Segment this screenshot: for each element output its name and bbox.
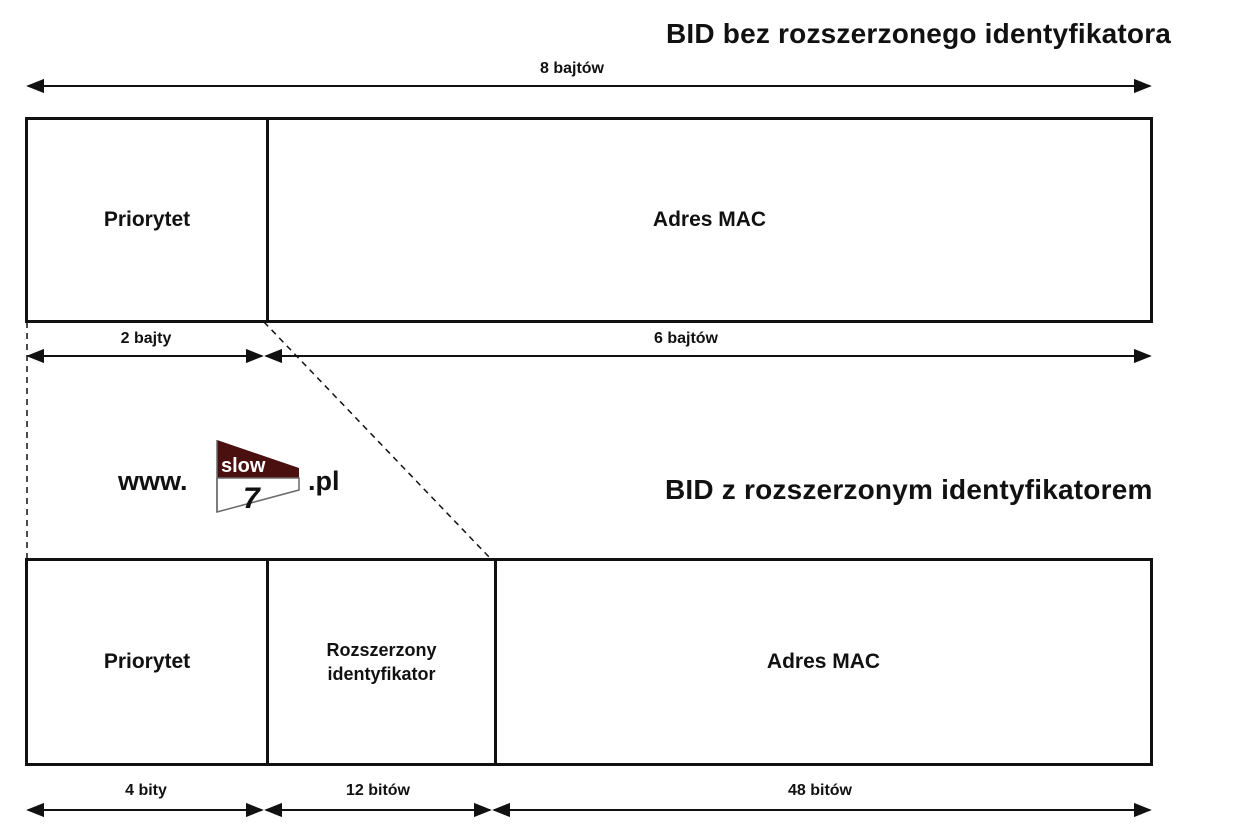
top-diagram-title: BID bez rozszerzonego identyfikatora: [666, 18, 1172, 49]
field-priority: Priorytet: [103, 650, 191, 673]
logo-band-text: slow: [221, 455, 266, 477]
bottom-priority-size-label: 4 bity: [125, 782, 167, 799]
logo-emblem: slow 7: [216, 440, 300, 515]
bid-box-standard: Priorytet Adres MAC: [25, 117, 1153, 323]
field-mac-address: Adres MAC: [494, 561, 1150, 763]
field-priority: Priorytet: [103, 208, 191, 231]
bottom-mac-size-label: 48 bitów: [787, 782, 853, 799]
field-mac-address: Adres MAC: [266, 120, 1150, 320]
bottom-ext-id-size-label: 12 bitów: [345, 782, 411, 799]
total-size-label: 8 bajtów: [539, 60, 605, 77]
bid-box-extended: Priorytet Rozszerzony identyfikator Adre…: [25, 558, 1153, 766]
field-extended-id: Rozszerzony identyfikator: [266, 561, 494, 763]
bottom-diagram-title: BID z rozszerzonym identyfikatorem: [665, 474, 1153, 505]
top-priority-size-label: 2 bajty: [120, 330, 172, 347]
top-mac-size-label: 6 bajtów: [653, 330, 719, 347]
logo-prefix: www.: [118, 466, 188, 496]
logo-suffix: .pl: [308, 466, 340, 496]
logo-number-text: 7: [243, 482, 261, 515]
site-logo: www. slow 7 .pl: [118, 438, 368, 518]
